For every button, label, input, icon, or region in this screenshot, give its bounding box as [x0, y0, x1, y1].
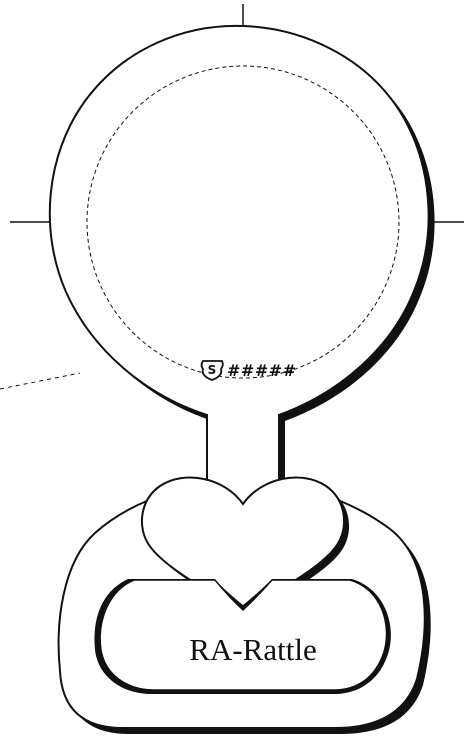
- serial-number: #####: [227, 361, 297, 380]
- badge-letter: S: [208, 363, 217, 377]
- heart-shape: [141, 476, 345, 614]
- shield-icon: [200, 360, 224, 381]
- print-area-circle: [86, 65, 400, 379]
- product-label: RA-Rattle: [189, 632, 316, 667]
- side-guide-dashed: [0, 372, 81, 390]
- label-window: [99, 579, 388, 691]
- serial-badge: S #####: [200, 360, 297, 381]
